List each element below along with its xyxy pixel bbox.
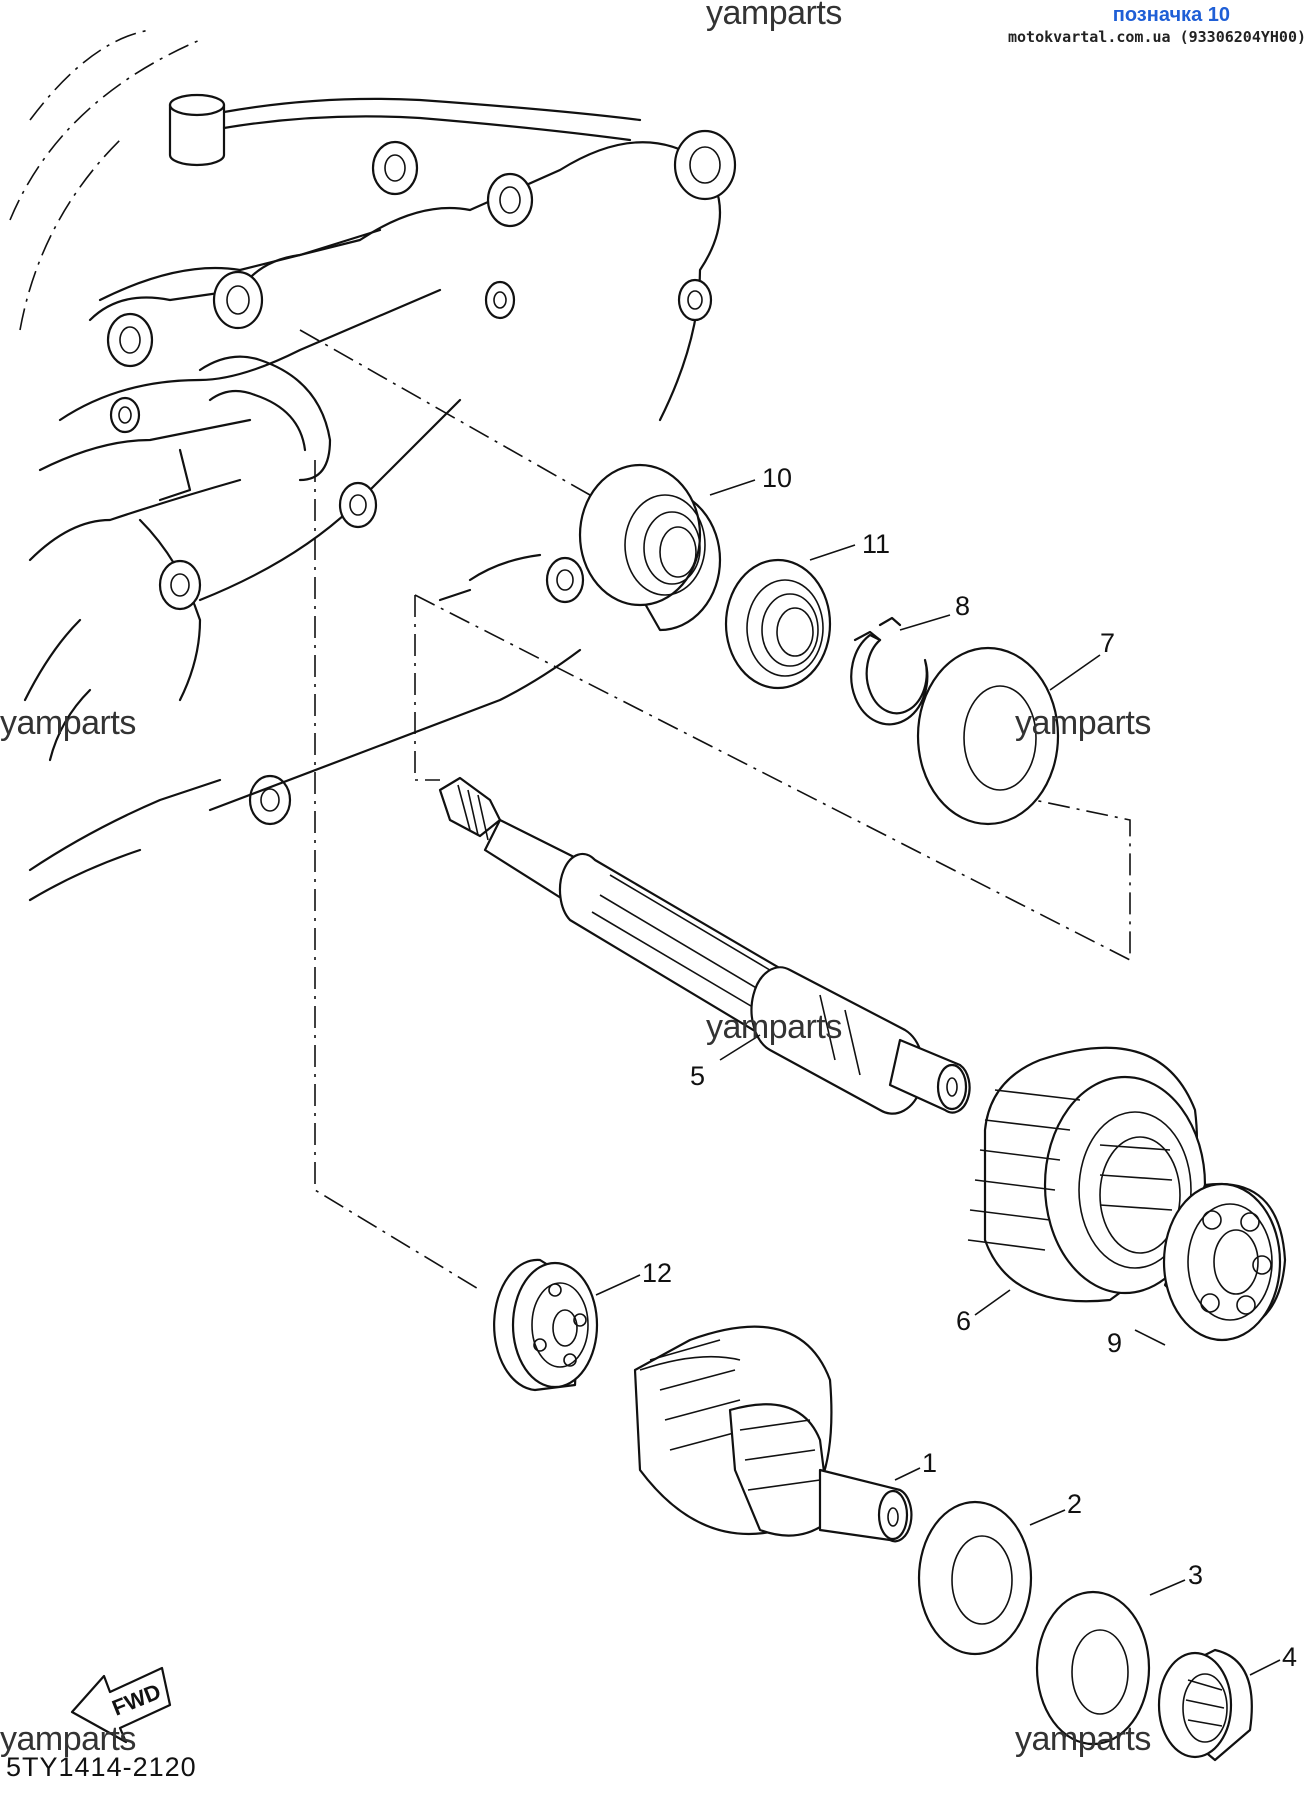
callout-numbers: 10 11 8 7 5 6 9 12 1 2 3 4 xyxy=(642,463,1297,1672)
marker-label: позначка 10 xyxy=(1112,4,1230,26)
part-1-gear-shaft xyxy=(633,1325,913,1543)
callout-8: 8 xyxy=(955,591,970,621)
part-7-washer xyxy=(916,646,1060,826)
assembly-lines xyxy=(299,329,1131,1291)
leader-lines xyxy=(595,479,1281,1676)
part-6-gear xyxy=(967,1046,1207,1303)
callout-1: 1 xyxy=(922,1448,937,1478)
callout-11: 11 xyxy=(862,529,890,559)
watermark: yamparts xyxy=(0,1720,136,1758)
callout-10: 10 xyxy=(762,463,792,493)
callout-4: 4 xyxy=(1282,1642,1297,1672)
part-10-bearing xyxy=(578,463,722,632)
part-11-oil-seal xyxy=(724,558,832,690)
callout-2: 2 xyxy=(1067,1489,1082,1519)
part-9-bearing xyxy=(1162,1182,1287,1342)
callout-3: 3 xyxy=(1188,1560,1203,1590)
callout-6: 6 xyxy=(956,1306,971,1336)
diagram-code: 5TY1414-2120 xyxy=(6,1752,197,1782)
part-2-washer xyxy=(917,1500,1033,1656)
watermark: yamparts xyxy=(1015,704,1151,742)
part-5-shaft xyxy=(438,776,971,1115)
callout-9: 9 xyxy=(1107,1328,1122,1358)
watermark: yamparts xyxy=(1015,1720,1151,1758)
watermark: yamparts xyxy=(706,0,842,32)
part-3-washer xyxy=(1035,1590,1151,1746)
callout-12: 12 xyxy=(642,1258,672,1288)
part-12-bearing xyxy=(492,1258,599,1392)
site-reference: motokvartal.com.ua (93306204YH00) xyxy=(1007,28,1306,46)
watermark: yamparts xyxy=(706,1008,842,1046)
callout-7: 7 xyxy=(1100,628,1115,658)
watermark: yamparts xyxy=(0,704,136,742)
part-8-circlip xyxy=(850,616,929,726)
crankcase-housing xyxy=(9,29,737,902)
callout-5: 5 xyxy=(690,1061,705,1091)
fwd-arrow-icon: FWD xyxy=(70,1666,172,1744)
part-4-needle-bearing xyxy=(1157,1648,1253,1762)
